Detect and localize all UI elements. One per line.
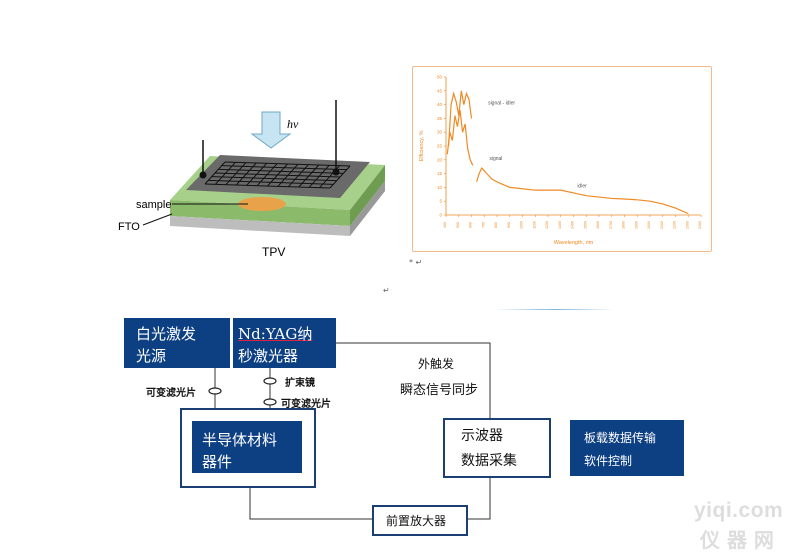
oscilloscope-box: 示波器 数据采集 — [443, 418, 551, 478]
semiconductor-line1: 半导体材料 — [202, 431, 278, 449]
board-line1: 板载数据传输 — [584, 431, 657, 445]
board-software-box: 板载数据传输 软件控制 — [570, 420, 684, 476]
light-arrow-icon — [250, 111, 292, 149]
fto-label: FTO — [118, 221, 140, 233]
sample-label: sample — [136, 199, 171, 211]
semiconductor-box: 半导体材料 器件 — [192, 421, 302, 473]
grid-line — [218, 168, 344, 174]
tpv-device-schematic: hv sample FTO TPV — [118, 100, 385, 259]
x-tick-label: 1400 — [571, 221, 575, 229]
x-tick-label: 2400 — [698, 221, 702, 229]
x-tick-label: 500 — [456, 222, 460, 228]
oscilloscope-line2: 数据采集 — [461, 453, 517, 469]
y-tick-label: 35 — [437, 116, 443, 121]
x-tick-label: 400 — [443, 222, 447, 228]
oscilloscope-line1: 示波器 — [461, 428, 503, 444]
x-tick-label: 900 — [507, 222, 511, 228]
filter-right-label: 可变滤光片 — [281, 399, 331, 410]
faint-divider — [495, 309, 615, 310]
watermark-line1: yiqi.com — [694, 499, 784, 522]
laser-line1: Nd:YAG纳 — [238, 325, 313, 343]
watermark-line2: 仪 器 网 — [700, 528, 774, 552]
chart-annotation: signal - idler — [488, 101, 515, 107]
x-tick-label: 600 — [469, 222, 473, 228]
x-tick-label: 2300 — [685, 221, 689, 229]
y-tick-label: 30 — [437, 130, 443, 135]
x-tick-label: 1200 — [545, 221, 549, 229]
tpv-label: TPV — [262, 245, 285, 259]
series-line-2 — [476, 167, 689, 215]
white-light-source-box: 白光激发 光源 — [124, 318, 230, 368]
x-tick-label: 2100 — [660, 221, 664, 229]
grid-line — [214, 172, 341, 178]
grid-line — [208, 179, 334, 185]
board-line2: 软件控制 — [584, 454, 633, 468]
x-tick-label: 1800 — [622, 221, 626, 229]
beam-expander-label: 扩束镜 — [285, 378, 315, 389]
chart-annotation: idler — [577, 183, 587, 189]
x-tick-label: 800 — [494, 222, 498, 228]
y-tick-label: 50 — [437, 75, 443, 80]
x-tick-label: 1700 — [609, 221, 613, 229]
external-trigger-label: 外触发 — [418, 357, 455, 371]
x-tick-label: 1100 — [532, 221, 536, 229]
y-tick-label: 5 — [439, 199, 442, 204]
stray-mark-a: * ↵ — [409, 258, 423, 267]
x-tick-label: 1300 — [558, 221, 562, 229]
left-electrode-dot — [199, 171, 207, 179]
series-line-1 — [446, 110, 474, 166]
preamp-label: 前置放大器 — [386, 514, 447, 528]
y-tick-label: 15 — [437, 171, 443, 176]
beam-expander-icon — [263, 377, 277, 385]
y-tick-label: 40 — [437, 102, 443, 107]
chart-annotation: signal — [489, 156, 502, 162]
x-tick-label: 700 — [481, 222, 485, 228]
series-line-0 — [447, 90, 473, 147]
grid-line — [211, 176, 337, 182]
grid-line — [224, 161, 351, 167]
grid-line — [204, 183, 331, 189]
white-light-line1: 白光激发 — [136, 325, 197, 343]
y-tick-label: 0 — [439, 213, 442, 218]
x-tick-label: 1000 — [520, 221, 524, 229]
filter-left-label: 可变滤光片 — [146, 388, 196, 399]
right-electrode-dot — [332, 168, 340, 176]
sync-label: 瞬态信号同步 — [400, 383, 479, 398]
x-tick-label: 1600 — [596, 221, 600, 229]
electrode-grid — [204, 161, 351, 189]
x-axis-label: Wavelength, nm — [554, 240, 594, 246]
white-light-line2: 光源 — [136, 347, 167, 365]
x-tick-label: 1900 — [634, 221, 638, 229]
y-tick-label: 20 — [437, 157, 443, 162]
y-tick-label: 45 — [437, 88, 443, 93]
sample-spot — [238, 197, 286, 211]
y-axis-label: Efficiency, % — [419, 130, 425, 161]
preamp-box: 前置放大器 — [372, 505, 468, 536]
filter-left-icon — [208, 387, 222, 395]
filter-right-icon — [263, 398, 277, 406]
semiconductor-line2: 器件 — [202, 453, 233, 471]
laser-line2: 秒激光器 — [238, 347, 299, 365]
ndyag-laser-box: Nd:YAG纳 秒激光器 — [233, 318, 336, 368]
hv-label: hv — [287, 117, 299, 131]
y-tick-label: 25 — [437, 144, 443, 149]
y-tick-label: 10 — [437, 185, 443, 190]
x-tick-label: 1500 — [583, 221, 587, 229]
grid-line — [221, 165, 347, 171]
x-tick-label: 2000 — [647, 221, 651, 229]
stray-mark-b: ↵ — [383, 286, 390, 295]
x-tick-label: 2200 — [673, 221, 677, 229]
